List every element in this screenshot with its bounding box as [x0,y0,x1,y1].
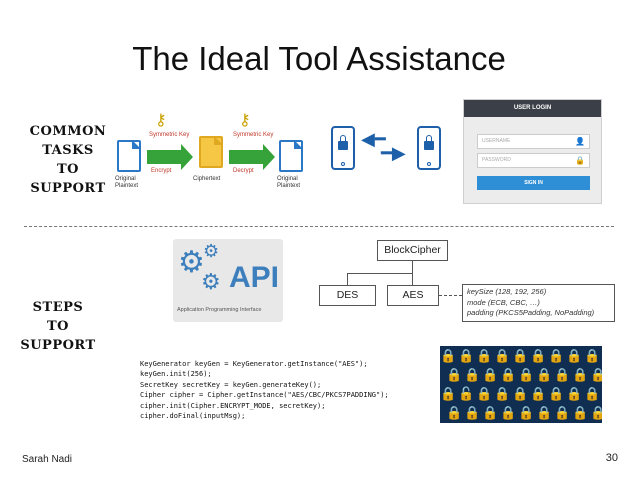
lock-icon: 🔒 [548,386,565,401]
aes-box: AES [387,285,439,306]
lock-icon: 🔒 [584,386,601,401]
plaintext-output-document-icon [279,140,303,172]
plaintext-document-icon [117,140,141,172]
phone-lock-icon [417,126,441,170]
connector-line [347,273,413,274]
lock-icon: 🔒 [482,367,499,382]
lock-icon: 🔒 [530,386,547,401]
code-line: Cipher cipher = Cipher.getInstance("AES/… [140,391,389,400]
lock-icon: 🔒 [566,386,583,401]
connector-line [412,273,413,285]
arrow-left-icon: ◀━ [361,129,386,149]
api-badge: ⚙ ⚙ ⚙ API Application Programming Interf… [173,239,283,322]
lock-icon: 🔒 [464,367,481,382]
decrypt-label: Decrypt [233,168,254,174]
connector-line [347,273,348,285]
api-subtitle: Application Programming Interface [177,307,262,313]
encryption-flow-diagram: Original Plaintext ⚷ Symmetric Key Encry… [113,110,308,200]
lock-icon: 🔒 [566,348,583,363]
user-icon: 👤 [575,137,585,146]
lock-icon: 🔒 [518,367,535,382]
blockcipher-box: BlockCipher [377,240,448,261]
lock-icon: 🔒 [476,386,493,401]
username-field[interactable]: USERNAME 👤 [477,134,590,149]
author-footer: Sarah Nadi [22,454,73,465]
symmetric-key-label-1: Symmetric Key [149,132,190,138]
lock-icon: 🔓 [458,386,475,401]
ciphertext-label: Ciphertext [193,176,221,182]
des-box: DES [319,285,376,306]
connector-line [412,261,413,273]
key-icon: ⚷ [155,112,167,129]
lock-icon: 🔒 [464,405,481,420]
lock-icon: 🔒 [536,405,553,420]
slide-title: The Ideal Tool Assistance [132,40,506,77]
login-form: USER LOGIN USERNAME 👤 PASSWORD 🔒 SIGN IN [463,99,602,204]
lock-icon: 🔒 [458,348,475,363]
password-field[interactable]: PASSWORD 🔒 [477,153,590,168]
gear-icon: ⚙ [203,241,220,261]
section-divider [24,226,614,227]
lock-icon: 🔒 [446,405,463,420]
lock-icon: 🔒 [518,405,535,420]
lock-icon: 🔒 [482,405,499,420]
gear-icon: ⚙ [201,269,221,294]
lock-icon: 🔒 [536,367,553,382]
key-icon: ⚷ [239,112,251,129]
lock-icon: 🔒 [572,405,589,420]
code-line: KeyGenerator keyGen = KeyGenerator.getIn… [140,360,368,368]
lock-icon: 🔒 [494,348,511,363]
ciphertext-document-icon [199,136,223,168]
login-header: USER LOGIN [464,100,601,117]
encrypt-label: Encrypt [151,168,172,174]
lock-icon: 🔒 [584,348,601,363]
lock-icon: 🔒 [572,367,589,382]
lock-icon: 🔒 [512,386,529,401]
code-line: SecretKey secretKey = keyGen.generateKey… [140,380,322,389]
code-line: cipher.init(Cipher.ENCRYPT_MODE, secretK… [140,401,326,410]
common-tasks-label: Common Tasks to Support [29,124,107,196]
symmetric-key-label-2: Symmetric Key [233,132,274,138]
lock-icon: 🔒 [548,348,565,363]
code-snippet: KeyGenerator keyGen = KeyGenerator.getIn… [140,359,420,421]
lock-icon: 🔒 [494,386,511,401]
arrow-right-icon: ━▶ [381,143,406,163]
lock-icon: 🔒 [575,156,585,165]
lock-icon: 🔒 [512,348,529,363]
lock-icon: 🔒 [590,405,602,420]
page-number: 30 [605,452,618,464]
sign-in-button[interactable]: SIGN IN [477,176,590,190]
locks-image: 🔒🔒🔒🔒🔒🔒🔒🔒🔒🔒🔒🔒🔒🔒🔒🔒🔒🔒🔒🔓🔒🔒🔒🔒🔒🔒🔒🔒🔒🔒🔒🔒🔒🔒🔒🔒 [440,346,602,423]
decrypt-arrow-icon [229,144,275,170]
aes-params-note: keySize (128, 192, 256) mode (ECB, CBC, … [462,284,615,322]
code-line: keyGen.init(256); [140,370,212,379]
password-placeholder: PASSWORD [482,157,511,163]
params-connector [439,295,462,296]
lock-icon: 🔒 [446,367,463,382]
lock-icon: 🔒 [554,405,571,420]
phone-lock-icon [331,126,355,170]
lock-icon: 🔒 [590,367,602,382]
secure-exchange-diagram: ◀━ ━▶ [331,126,451,176]
lock-icon: 🔒 [500,367,517,382]
lock-icon: 🔒 [554,367,571,382]
encrypt-arrow-icon [147,144,193,170]
lock-icon: 🔒 [500,405,517,420]
gear-icon: ⚙ [178,246,205,279]
original-plaintext-out-label: Original Plaintext [277,176,301,189]
lock-icon: 🔒 [440,386,457,401]
code-line: cipher.doFinal(inputMsg); [140,412,246,421]
lock-icon: 🔒 [476,348,493,363]
lock-icon: 🔒 [530,348,547,363]
username-placeholder: USERNAME [482,138,511,144]
api-label: API [229,261,280,294]
original-plaintext-label: Original Plaintext [115,176,139,189]
steps-label: Steps to Support [20,300,96,353]
lock-icon: 🔒 [440,348,457,363]
